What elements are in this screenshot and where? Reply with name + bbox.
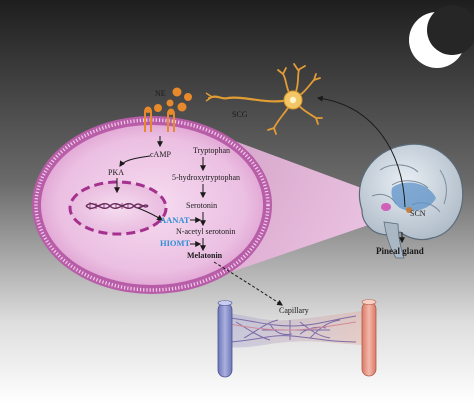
serotonin-label: Serotonin — [186, 201, 217, 210]
camp-label: cAMP — [150, 150, 171, 159]
ne-molecules — [154, 87, 192, 112]
pka-label: PKA — [108, 168, 124, 177]
capillary-illustration — [217, 299, 377, 378]
tryptophan-label: Tryptophan — [193, 146, 230, 155]
hydroxytryptophan-label: 5-hydroxytryptophan — [172, 173, 240, 182]
pineal-gland-label: Pineal gland — [376, 246, 424, 256]
ne-receptors — [144, 106, 175, 132]
melatonin-to-capillary-link — [213, 261, 284, 306]
aanat-label: AANAT — [160, 215, 190, 225]
camp-to-pka-arrow — [119, 155, 151, 167]
n-acetyl-serotonin-label: N-acetyl serotonin — [176, 227, 235, 236]
brain-illustration — [358, 143, 464, 259]
dna-to-aanat-arrow — [137, 207, 163, 221]
hiomt-label: HIOMT — [160, 238, 191, 248]
scn-label: SCN — [410, 209, 426, 218]
ne-label: NE — [155, 89, 166, 98]
moon-icon — [409, 5, 474, 68]
cell-membrane-dotted — [34, 118, 270, 292]
dna-helix-icon — [85, 202, 149, 210]
scn-to-scg-arrow — [316, 95, 406, 208]
capillary-label: Capillary — [279, 306, 309, 315]
venule-vessel — [217, 302, 233, 378]
melatonin-label: Melatonin — [187, 251, 223, 260]
scg-label: SCG — [232, 110, 248, 119]
scn-marker — [406, 207, 412, 213]
arteriole-vessel — [361, 301, 377, 377]
scg-neuron — [205, 63, 323, 135]
